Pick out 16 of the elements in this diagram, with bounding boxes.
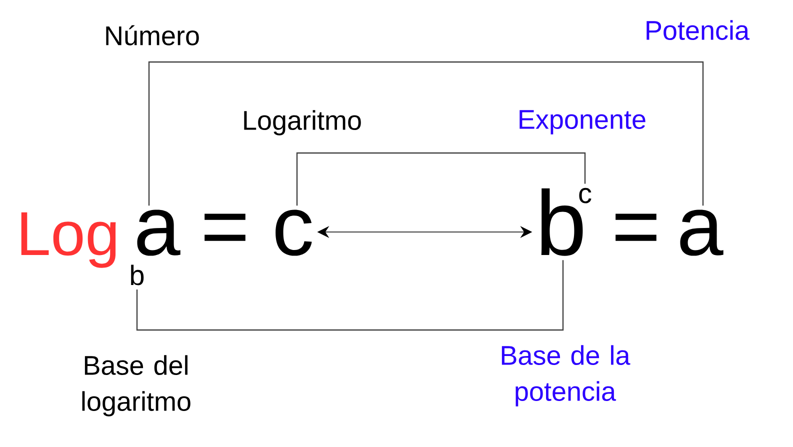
bracket-line: [148, 61, 704, 206]
bracket-line: [136, 260, 564, 331]
label-text: Exponente: [520, 110, 646, 134]
variable-letter: c: [276, 210, 312, 256]
label-text: Logaritmo: [244, 110, 361, 136]
label-text: Número: [106, 25, 199, 46]
variable-letter: a: [137, 210, 180, 256]
label-text: Potencia: [646, 20, 750, 40]
log-symbol: Log: [21, 212, 116, 268]
bracket-line: [296, 152, 586, 206]
label-text: Base del logaritmo: [82, 355, 190, 416]
variable-letter: a: [680, 210, 724, 256]
equals-sign: =: [616, 214, 656, 241]
subscript-letter: b: [131, 264, 144, 286]
label-text: Base de la potencia: [502, 345, 630, 406]
equals-sign: =: [204, 214, 246, 241]
